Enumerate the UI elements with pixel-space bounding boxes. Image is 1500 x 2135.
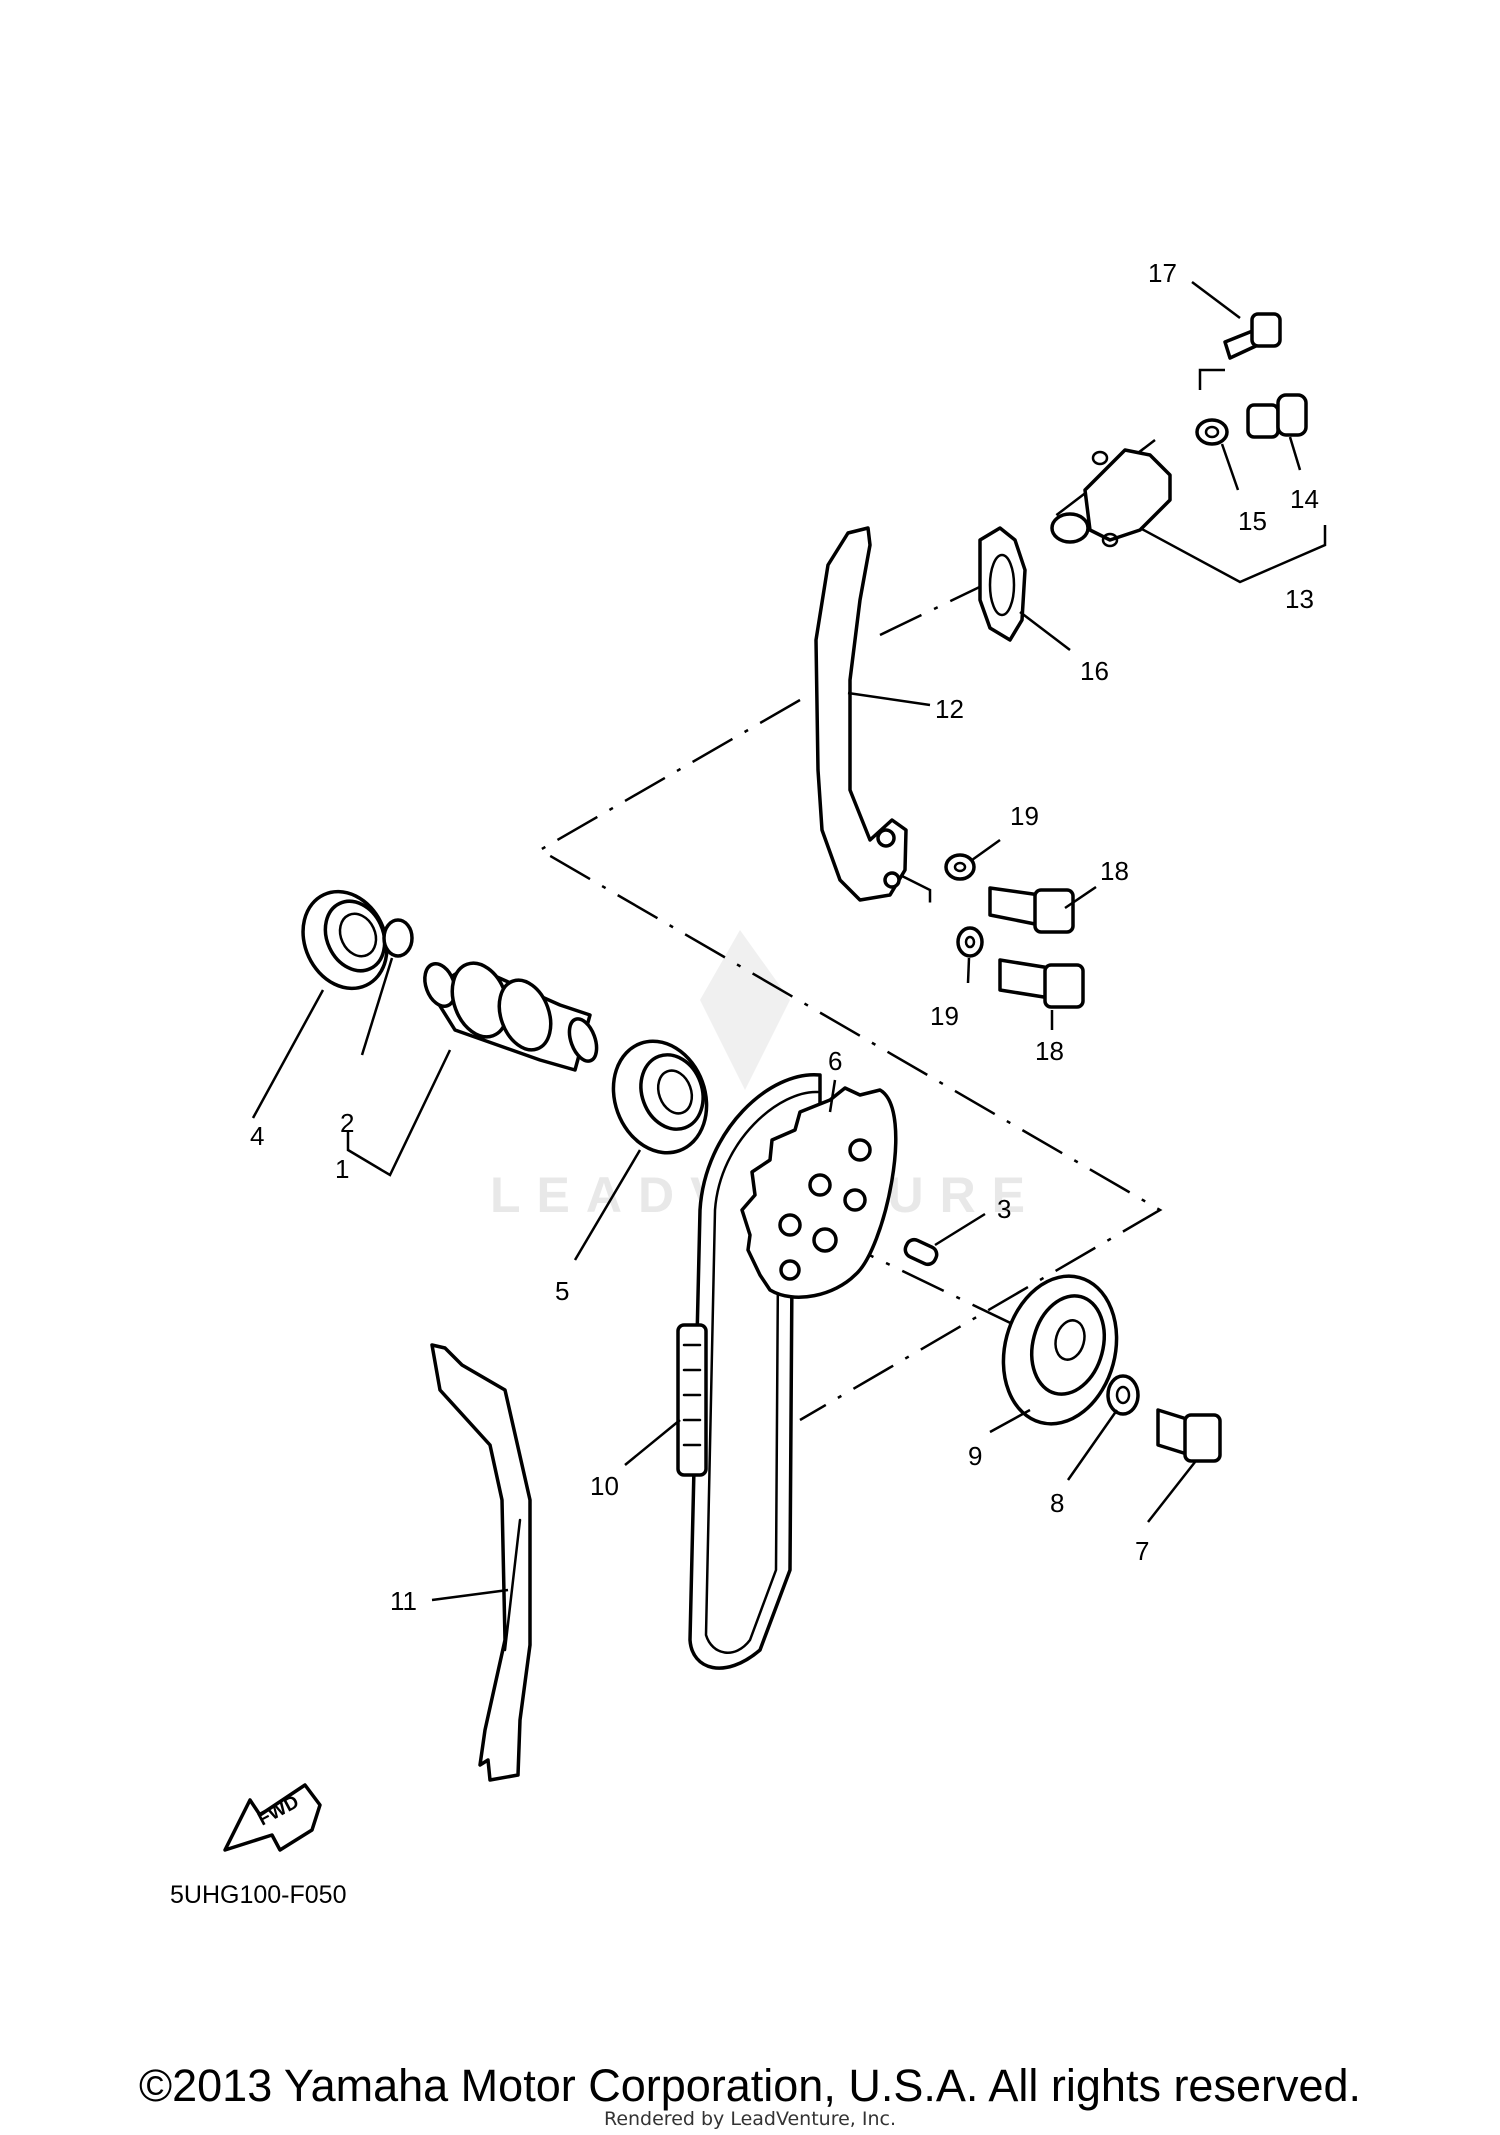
part-19a-washer <box>944 853 976 881</box>
part-18b-bolt <box>998 958 1085 1009</box>
part-14-cap-bolt <box>1246 393 1308 439</box>
part-1-camshaft <box>423 961 599 1072</box>
part-18a-bolt <box>988 886 1075 934</box>
rendered-by-credit: Rendered by LeadVenture, Inc. <box>603 2108 897 2130</box>
callout-4: 4 <box>250 1121 264 1151</box>
callout-8: 8 <box>1050 1488 1064 1518</box>
callout-11: 11 <box>390 1586 417 1616</box>
part-2-o-ring <box>382 918 414 958</box>
part-7-bolt <box>1156 1408 1222 1463</box>
diagram-code: 5UHG100-F050 <box>170 1881 346 1909</box>
leader-lines <box>251 281 1327 1602</box>
callout-5: 5 <box>555 1276 569 1306</box>
part-8-washer <box>1106 1374 1140 1416</box>
callout-16: 16 <box>1080 656 1109 686</box>
callout-12: 12 <box>935 694 964 724</box>
part-6-cam-sprocket <box>740 1086 898 1299</box>
callout-6: 6 <box>828 1046 842 1076</box>
callout-13: 13 <box>1285 584 1314 614</box>
callout-17: 17 <box>1148 258 1177 288</box>
callout-18-lower: 18 <box>1035 1036 1064 1066</box>
callout-19-upper: 19 <box>1010 801 1039 831</box>
part-3-dowel-pin <box>903 1237 939 1267</box>
callout-9: 9 <box>968 1441 982 1471</box>
callout-3: 3 <box>997 1194 1011 1224</box>
part-13-chain-tensioner <box>1050 448 1172 548</box>
part-17-bolt <box>1223 312 1282 360</box>
callout-19-lower: 19 <box>930 1001 959 1031</box>
callout-2: 2 <box>340 1108 354 1138</box>
callout-14: 14 <box>1290 484 1319 514</box>
fwd-arrow-icon: FWD <box>223 1783 322 1852</box>
part-15-washer <box>1195 418 1229 446</box>
part-4-bearing <box>301 889 389 991</box>
callout-labels: 4 2 1 5 6 3 7 8 9 10 11 12 13 14 15 16 1… <box>250 258 1319 1616</box>
part-5-bearing <box>611 1039 709 1155</box>
part-9-cam-plate <box>1001 1274 1119 1426</box>
part-12-tensioner-guide <box>814 526 908 902</box>
callout-18-upper: 18 <box>1100 856 1129 886</box>
callout-7: 7 <box>1135 1536 1149 1566</box>
part-16-gasket <box>978 526 1027 642</box>
part-11-chain-guide <box>430 1343 532 1782</box>
part-19b-washer <box>956 926 984 958</box>
callout-10: 10 <box>590 1471 619 1501</box>
copyright-notice: ©2013 Yamaha Motor Corporation, U.S.A. A… <box>138 2060 1362 2111</box>
callout-15: 15 <box>1238 506 1267 536</box>
callout-1: 1 <box>335 1154 349 1184</box>
